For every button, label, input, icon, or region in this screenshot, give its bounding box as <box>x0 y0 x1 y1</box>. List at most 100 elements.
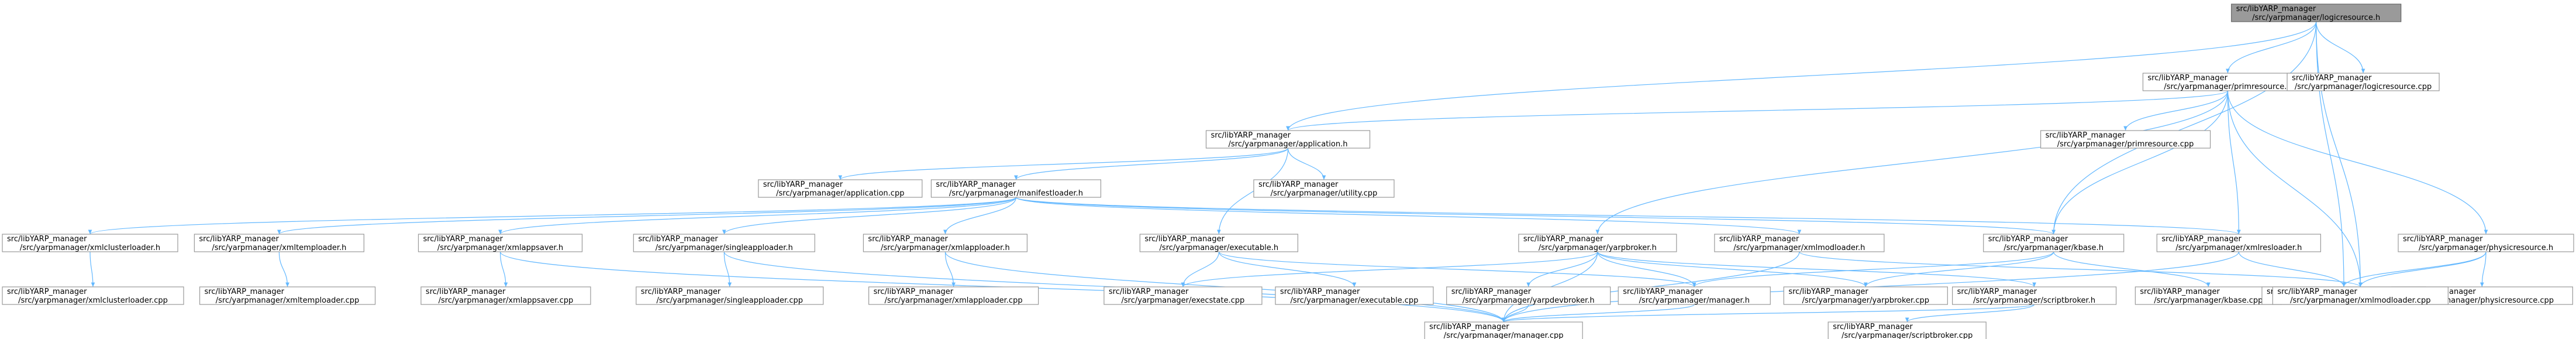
edge-xmlmodloader_h-to-xmlmodloader_cpp <box>1799 251 2363 287</box>
node-box <box>2 286 184 305</box>
edge-primresource_h-to-kbase_h <box>2051 90 2229 235</box>
node-box <box>1446 286 1611 305</box>
node-label-line1: src/libYARP_manager <box>2292 74 2372 83</box>
edge-primresource_h-to-application_h <box>1286 90 2229 131</box>
node-xmlmodloader-cpp[interactable]: src/libYARP_manager/src/yarpmanager/xmlm… <box>2272 286 2449 305</box>
node-label-line1: src/libYARP_manager <box>936 180 1016 189</box>
node-box <box>1103 286 1263 305</box>
node-singleapploader-h[interactable]: src/libYARP_manager/src/yarpmanager/sing… <box>633 234 815 252</box>
node-box <box>199 286 376 305</box>
node-manager-cpp[interactable]: src/libYARP_manager/src/yarpmanager/mana… <box>1424 321 1583 339</box>
node-xmltemploader-cpp[interactable]: src/libYARP_manager/src/yarpmanager/xmlt… <box>199 286 376 305</box>
edge-primresource_h-to-xmlmodloader_cpp <box>2227 90 2363 287</box>
node-yarpbroker-h[interactable]: src/libYARP_manager/src/yarpmanager/yarp… <box>1518 234 1677 252</box>
node-xmlresloader-h[interactable]: src/libYARP_manager/src/yarpmanager/xmlr… <box>2156 234 2321 252</box>
node-label-line1: src/libYARP_manager <box>874 287 954 296</box>
node-label-line2: /src/yarpmanager/xmlresloader.h <box>2175 244 2302 252</box>
node-label-line2: /src/yarpmanager/execstate.cpp <box>1122 296 1245 305</box>
node-xmlapploader-h[interactable]: src/libYARP_manager/src/yarpmanager/xmla… <box>863 234 1028 252</box>
node-label-line2: /src/yarpmanager/scriptbroker.h <box>1973 296 2095 305</box>
node-label-line1: src/libYARP_manager <box>2161 235 2242 244</box>
node-label-line1: src/libYARP_manager <box>2046 131 2126 140</box>
node-label-line2: /src/yarpmanager/xmlclusterloader.h <box>20 244 160 252</box>
edge-kbase_h-to-manager_h <box>1692 251 2054 287</box>
node-xmlappsaver-h[interactable]: src/libYARP_manager/src/yarpmanager/xmla… <box>418 234 583 252</box>
node-logicresource-h[interactable]: src/libYARP_manager/src/yarpmanager/logi… <box>2231 4 2402 22</box>
node-manager-h[interactable]: src/libYARP_manager/src/yarpmanager/mana… <box>1618 286 1771 305</box>
node-execstate-cpp[interactable]: src/libYARP_manager/src/yarpmanager/exec… <box>1103 286 1263 305</box>
node-label-line2: /src/yarpmanager/executable.h <box>1160 244 1279 252</box>
edge-physicresource_h-to-xmlmodloader_cpp <box>2358 251 2487 287</box>
node-xmlmodloader-h[interactable]: src/libYARP_manager/src/yarpmanager/xmlm… <box>1714 234 1885 252</box>
node-label-line1: src/libYARP_manager <box>1957 287 2037 296</box>
edge-yarpbroker_h-to-yarpdevbroker_h <box>1526 251 1598 287</box>
node-scriptbroker-cpp[interactable]: src/libYARP_manager/src/yarpmanager/scri… <box>1827 321 1987 339</box>
node-label-line1: src/libYARP_manager <box>1211 131 1291 140</box>
node-physicresource-h[interactable]: src/libYARP_manager/src/yarpmanager/phys… <box>2398 234 2574 252</box>
node-primresource-cpp[interactable]: src/libYARP_manager/src/yarpmanager/prim… <box>2040 130 2211 149</box>
node-xmlappsaver-cpp[interactable]: src/libYARP_manager/src/yarpmanager/xmla… <box>420 286 591 305</box>
node-xmltemploader-h[interactable]: src/libYARP_manager/src/yarpmanager/xmlt… <box>194 234 364 252</box>
node-executable-h[interactable]: src/libYARP_manager/src/yarpmanager/exec… <box>1139 234 1298 252</box>
node-primresource-h[interactable]: src/libYARP_manager/src/yarpmanager/prim… <box>2142 73 2313 91</box>
node-logicresource-cpp[interactable]: src/libYARP_manager/src/yarpmanager/logi… <box>2287 73 2440 91</box>
node-label-line2: /src/yarpmanager/manifestloader.h <box>949 189 1083 198</box>
node-yarpbroker-cpp[interactable]: src/libYARP_manager/src/yarpmanager/yarp… <box>1783 286 1948 305</box>
node-label-line1: src/libYARP_manager <box>423 235 503 244</box>
node-label-line2: /src/yarpmanager/logicresource.cpp <box>2295 83 2432 91</box>
edge-logicresource_h-to-application_h <box>1286 21 2317 131</box>
node-kbase-h[interactable]: src/libYARP_manager/src/yarpmanager/kbas… <box>1983 234 2125 252</box>
node-label-line1: src/libYARP_manager <box>1788 287 1868 296</box>
edge-xmlclusterloader_h-to-xmlclusterloader_cpp <box>89 251 95 287</box>
edge-manifestloader_h-to-xmlresloader_h <box>1015 197 2241 235</box>
node-xmlclusterloader-cpp[interactable]: src/libYARP_manager/src/yarpmanager/xmlc… <box>2 286 184 305</box>
node-label-line1: src/libYARP_manager <box>1258 180 1339 189</box>
edge-kbase_h-to-yarpbroker_cpp <box>1864 251 2054 287</box>
edge-logicresource_h-to-xmlmodloader_cpp <box>2316 21 2363 287</box>
node-label-line1: src/libYARP_manager <box>1280 287 1360 296</box>
node-label-line2: /src/yarpmanager/xmlapploader.cpp <box>885 296 1023 305</box>
node-label-line1: src/libYARP_manager <box>2403 235 2483 244</box>
node-box <box>2134 286 2282 305</box>
edge-yarpbroker_h-to-yarpbroker_cpp <box>1597 251 1868 287</box>
node-xmlapploader-cpp[interactable]: src/libYARP_manager/src/yarpmanager/xmla… <box>868 286 1039 305</box>
node-label-line1: src/libYARP_manager <box>2277 287 2357 296</box>
node-xmlclusterloader-h[interactable]: src/libYARP_manager/src/yarpmanager/xmlc… <box>2 234 178 252</box>
edge-physicresource_h-to-physicresource_cpp <box>2480 251 2487 287</box>
node-label-line2: /src/yarpmanager/application.h <box>1229 140 1348 149</box>
edge-logicresource_h-to-kbase_h <box>2051 21 2317 235</box>
edge-executable_h-to-executable_cpp <box>1218 251 1357 287</box>
node-application-h[interactable]: src/libYARP_manager/src/yarpmanager/appl… <box>1205 130 1371 149</box>
node-utility-cpp[interactable]: src/libYARP_manager/src/yarpmanager/util… <box>1253 179 1395 198</box>
node-box <box>2287 73 2440 91</box>
edge-manifestloader_h-to-xmlapploader_h <box>943 197 1017 235</box>
node-yarpdevbroker-h[interactable]: src/libYARP_manager/src/yarpmanager/yarp… <box>1446 286 1611 305</box>
node-application-cpp[interactable]: src/libYARP_manager/src/yarpmanager/appl… <box>758 179 923 198</box>
node-kbase-cpp[interactable]: src/libYARP_manager/src/yarpmanager/kbas… <box>2134 286 2282 305</box>
node-box <box>1983 234 2125 252</box>
node-box <box>2231 4 2402 22</box>
edge-manifestloader_h-to-xmlmodloader_h <box>1015 197 1801 235</box>
node-label-line2: /src/yarpmanager/yarpbroker.h <box>1539 244 1657 252</box>
node-label-line2: /src/yarpmanager/executable.cpp <box>1290 296 1418 305</box>
node-manifestloader-h[interactable]: src/libYARP_manager/src/yarpmanager/mani… <box>930 179 1102 198</box>
node-box <box>1714 234 1885 252</box>
node-label-line1: src/libYARP_manager <box>199 235 279 244</box>
node-label-line2: /src/yarpmanager/scriptbroker.cpp <box>1842 331 1972 339</box>
node-label-line2: /src/yarpmanager/primresource.cpp <box>2057 140 2194 149</box>
node-singleapploader-cpp[interactable]: src/libYARP_manager/src/yarpmanager/sing… <box>636 286 824 305</box>
node-label-line1: src/libYARP_manager <box>7 235 87 244</box>
node-label-line1: src/libYARP_manager <box>2236 5 2316 13</box>
node-box <box>863 234 1028 252</box>
node-label-line1: src/libYARP_manager <box>2140 287 2220 296</box>
edge-yarpbroker_h-to-execstate_cpp <box>1181 251 1598 287</box>
node-label-line1: src/libYARP_manager <box>1988 235 2068 244</box>
node-label-line2: /src/yarpmanager/xmltemploader.h <box>212 244 346 252</box>
node-scriptbroker-h[interactable]: src/libYARP_manager/src/yarpmanager/scri… <box>1952 286 2117 305</box>
edge-xmlapploader_h-to-xmlapploader_cpp <box>944 251 956 287</box>
node-executable-cpp[interactable]: src/libYARP_manager/src/yarpmanager/exec… <box>1275 286 1434 305</box>
nodes-layer: src/libYARP_manager/src/yarpmanager/logi… <box>2 4 2574 339</box>
node-box <box>418 234 583 252</box>
edge-xmltemploader_h-to-xmltemploader_cpp <box>278 251 289 287</box>
